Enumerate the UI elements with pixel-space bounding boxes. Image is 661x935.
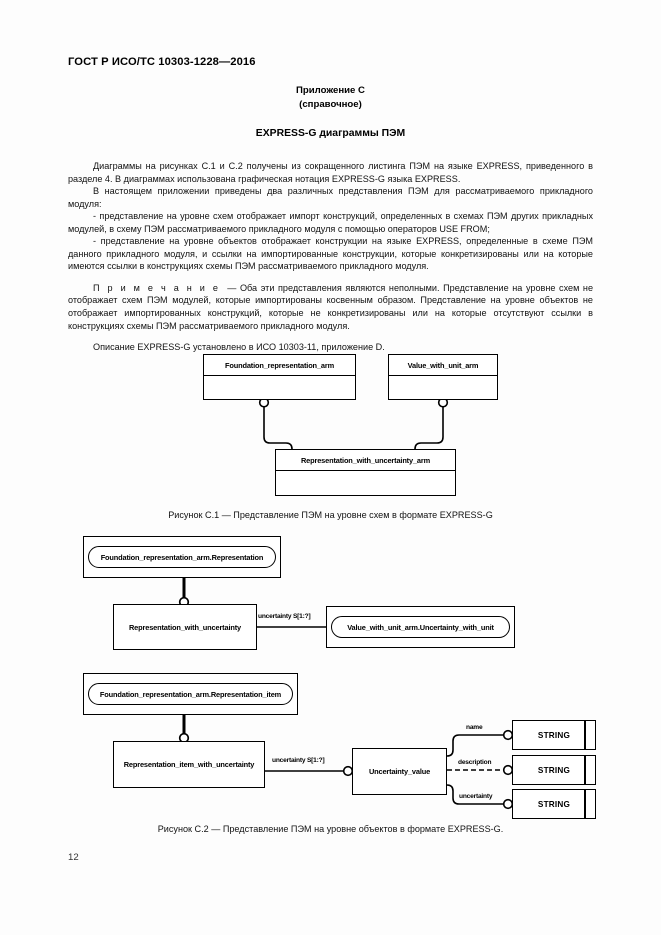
- c2-schema-ref-uncertainty-with-unit: Value_with_unit_arm.Uncertainty_with_uni…: [331, 616, 510, 638]
- page-number: 12: [68, 852, 79, 863]
- bullet-2: - представление на уровне объектов отобр…: [68, 236, 593, 272]
- c2-schema-ref-representation-item: Foundation_representation_arm.Representa…: [88, 683, 293, 705]
- paragraph-2: В настоящем приложении приведены два раз…: [68, 186, 593, 209]
- note-label: П р и м е ч а н и е: [93, 282, 221, 293]
- c2-type-box-uncertainty-string-label: STRING: [537, 799, 571, 809]
- note-paragraph: П р и м е ч а н и е — Оба эти представле…: [68, 282, 593, 332]
- type-tick-icon: [584, 721, 586, 749]
- c2-upper-relation-label: uncertainty S[1:?]: [258, 613, 311, 620]
- c1-box-representation-with-uncertainty-arm-label: Representation_with_uncertainty_arm: [276, 450, 455, 471]
- c2-type-box-description-string: STRING: [512, 755, 596, 785]
- c2-attribute-label-uncertainty: uncertainty: [459, 793, 493, 800]
- paragraph-3: Описание EXPRESS-G установлено в ИСО 103…: [93, 342, 385, 353]
- c2-type-box-name-string-label: STRING: [537, 730, 571, 740]
- standard-header: ГОСТ Р ИСО/ТС 10303-1228—2016: [68, 56, 256, 68]
- c2-type-box-name-string: STRING: [512, 720, 596, 750]
- c2-attribute-label-description: description: [458, 759, 492, 766]
- c2-lower-relation-label: uncertainty S[1:?]: [272, 757, 325, 764]
- c1-box-representation-with-uncertainty-arm: Representation_with_uncertainty_arm: [275, 449, 456, 496]
- c1-box-foundation-representation-arm: Foundation_representation_arm: [203, 354, 356, 400]
- paragraph-1: Диаграммы на рисунках С.1 и С.2 получены…: [68, 161, 593, 184]
- c1-box-value-with-unit-arm-label: Value_with_unit_arm: [389, 355, 497, 376]
- note-text: — Оба эти представления являются неполны…: [68, 282, 593, 331]
- type-tick-icon: [584, 756, 586, 784]
- annex-kind: (справочное): [299, 99, 362, 110]
- type-tick-icon: [584, 790, 586, 818]
- body-text: Диаграммы на рисунках С.1 и С.2 получены…: [68, 160, 593, 354]
- figure-c2-caption: Рисунок С.2 — Представление ПЭМ на уровн…: [157, 824, 504, 834]
- annex-heading: Приложение С (справочное): [0, 84, 661, 112]
- c2-entity-representation-item-with-uncertainty: Representation_item_with_uncertainty: [113, 741, 265, 788]
- bullet-1: - представление на уровне схем отображае…: [68, 211, 593, 234]
- c2-type-box-description-string-label: STRING: [537, 765, 571, 775]
- c2-entity-representation-with-uncertainty: Representation_with_uncertainty: [113, 604, 257, 650]
- c2-schema-ref-representation: Foundation_representation_arm.Representa…: [88, 546, 276, 568]
- c2-type-box-uncertainty-string: STRING: [512, 789, 596, 819]
- c1-box-value-with-unit-arm: Value_with_unit_arm: [388, 354, 498, 400]
- c2-attribute-label-name: name: [466, 724, 483, 731]
- annex-number: Приложение С: [296, 85, 365, 96]
- annex-title: EXPRESS-G диаграммы ПЭМ: [255, 128, 406, 139]
- c2-entity-uncertainty-value: Uncertainty_value: [352, 748, 447, 795]
- figure-c1-caption: Рисунок С.1 — Представление ПЭМ на уровн…: [168, 510, 493, 520]
- c1-box-foundation-representation-arm-label: Foundation_representation_arm: [204, 355, 355, 376]
